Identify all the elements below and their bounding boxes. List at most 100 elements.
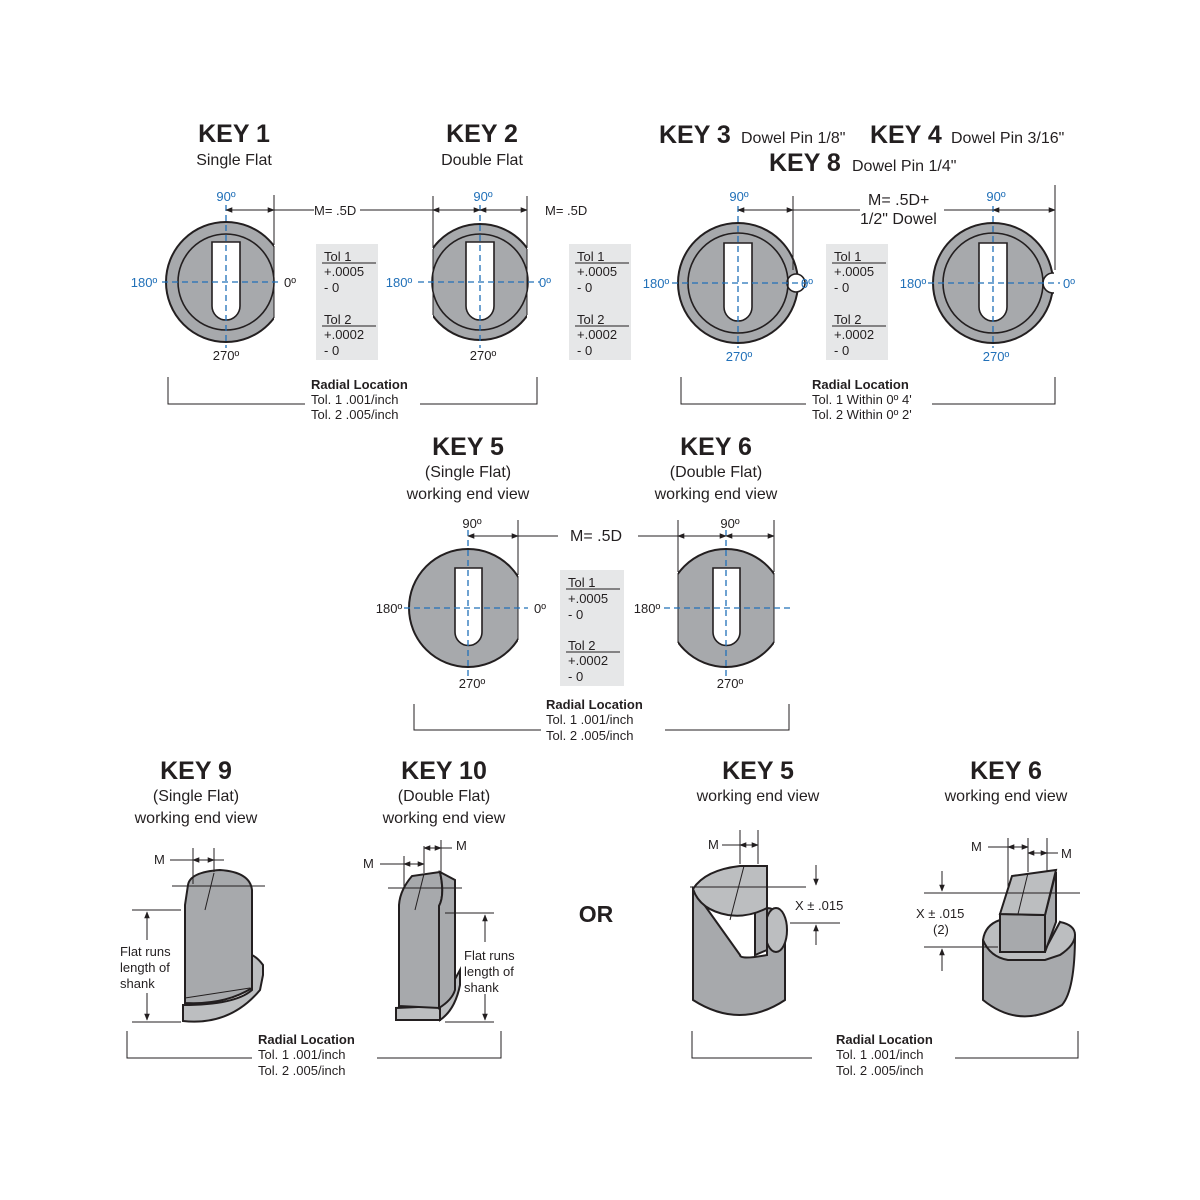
key6-bottom-m-label-left: M bbox=[971, 839, 982, 854]
tol-box-3-tol1-plus: +.0005 bbox=[834, 264, 874, 279]
key9-m-label: M bbox=[154, 852, 165, 867]
m-dim-label-3: M= .5D bbox=[570, 528, 622, 545]
key5-top-angle-0: 0º bbox=[534, 601, 546, 616]
radial-2-tol2: Tol. 2 Within 0º 2' bbox=[812, 407, 912, 422]
m-dim-label-2: M= .5D bbox=[545, 203, 587, 218]
key3-angle-180: 180º bbox=[643, 276, 670, 291]
radial-bracket-4-left bbox=[126, 1031, 252, 1059]
key3-angle-90: 90º bbox=[729, 189, 748, 204]
key1-angle-270: 270º bbox=[213, 348, 240, 363]
tol-box-4-tol1-plus: +.0005 bbox=[568, 591, 608, 606]
key5-bottom-3d-view bbox=[690, 830, 840, 1016]
radial-bracket-5-right bbox=[955, 1031, 1079, 1059]
tol-box-4-tol2: Tol 2 bbox=[568, 638, 595, 653]
key4-angle-180: 180º bbox=[900, 276, 927, 291]
key5-top-angle-90: 90º bbox=[462, 516, 481, 531]
tolerance-box-3 bbox=[826, 244, 888, 360]
key5-top-end-view bbox=[404, 520, 558, 676]
key10-line2: working end view bbox=[382, 810, 506, 827]
key1-angle-180: 180º bbox=[131, 275, 158, 290]
tol-box-2-tol1: Tol 1 bbox=[577, 249, 604, 264]
key4-end-view bbox=[928, 185, 1066, 348]
key6-bottom-3d-view bbox=[924, 838, 1080, 1018]
key1-end-view bbox=[162, 195, 278, 348]
key5-bottom-line1: working end view bbox=[696, 788, 820, 805]
key10-m-label-left: M bbox=[363, 856, 374, 871]
key6-bottom-x-tol-2: (2) bbox=[933, 922, 949, 937]
tol-box-2-tol2-minus: - 0 bbox=[577, 343, 592, 358]
radial-4-tol1: Tol. 1 .001/inch bbox=[258, 1047, 345, 1062]
radial-bracket-1-left bbox=[167, 377, 305, 405]
key3-end-view bbox=[672, 196, 860, 348]
key6-top-end-view bbox=[664, 520, 790, 676]
key3-angle-0: 0º bbox=[801, 276, 813, 291]
key9-flat-runs-1: Flat runs bbox=[120, 944, 171, 959]
key5-top-angle-180: 180º bbox=[376, 601, 403, 616]
key2-angle-270: 270º bbox=[470, 348, 497, 363]
key5-bottom-m-label: M bbox=[708, 837, 719, 852]
tol-box-2-tol2: Tol 2 bbox=[577, 312, 604, 327]
radial-bracket-1-right bbox=[420, 377, 538, 405]
tol-box-3-tol1-minus: - 0 bbox=[834, 280, 849, 295]
tol-box-3-tol2: Tol 2 bbox=[834, 312, 861, 327]
key9-line1: (Single Flat) bbox=[153, 788, 239, 805]
key5-top-title: KEY 5 bbox=[432, 433, 504, 461]
tolerance-box-2 bbox=[569, 244, 631, 360]
or-label: OR bbox=[579, 901, 614, 927]
key5-top-angle-270: 270º bbox=[459, 676, 486, 691]
key9-flat-runs-2: length of bbox=[120, 960, 170, 975]
key8-subtitle: Dowel Pin 1/4" bbox=[852, 158, 956, 175]
tol-box-1-tol1: Tol 1 bbox=[324, 249, 351, 264]
m-dowel-label-1: M= .5D+ bbox=[868, 192, 929, 209]
tol-box-4-tol2-minus: - 0 bbox=[568, 669, 583, 684]
key6-bottom-title: KEY 6 bbox=[970, 757, 1042, 785]
tol-box-4-tol1-minus: - 0 bbox=[568, 607, 583, 622]
key4-angle-90: 90º bbox=[986, 189, 1005, 204]
radial-5-tol2: Tol. 2 .005/inch bbox=[836, 1063, 923, 1078]
key5-top-line1: (Single Flat) bbox=[425, 464, 511, 481]
key4-angle-0: 0º bbox=[1063, 276, 1075, 291]
radial-3-tol1: Tol. 1 .001/inch bbox=[546, 712, 633, 727]
tol-box-3-tol2-plus: +.0002 bbox=[834, 327, 874, 342]
key10-flat-runs-2: length of bbox=[464, 964, 514, 979]
radial-5-tol1: Tol. 1 .001/inch bbox=[836, 1047, 923, 1062]
m-dowel-label-2: 1/2" Dowel bbox=[860, 211, 937, 228]
key1-angle-0: 0º bbox=[284, 275, 296, 290]
key4-subtitle: Dowel Pin 3/16" bbox=[951, 130, 1064, 147]
key2-angle-180: 180º bbox=[386, 275, 413, 290]
tol-box-4-tol2-plus: +.0002 bbox=[568, 653, 608, 668]
key2-end-view bbox=[418, 196, 540, 348]
tol-box-2-tol2-plus: +.0002 bbox=[577, 327, 617, 342]
radial-1-tol2: Tol. 2 .005/inch bbox=[311, 407, 398, 422]
radial-4-title: Radial Location bbox=[258, 1032, 355, 1047]
key5-bottom-x-tol: X ± .015 bbox=[795, 898, 843, 913]
radial-bracket-3-left bbox=[413, 704, 541, 731]
key6-top-line1: (Double Flat) bbox=[670, 464, 762, 481]
key3-subtitle: Dowel Pin 1/8" bbox=[741, 130, 845, 147]
key2-title: KEY 2 bbox=[446, 120, 518, 148]
radial-1-title: Radial Location bbox=[311, 377, 408, 392]
key6-top-line2: working end view bbox=[654, 486, 778, 503]
key6-top-angle-270: 270º bbox=[717, 676, 744, 691]
key4-title: KEY 4 bbox=[870, 121, 942, 149]
radial-bracket-4-right bbox=[377, 1031, 502, 1059]
tol-box-2-tol1-plus: +.0005 bbox=[577, 264, 617, 279]
key10-flat-runs-1: Flat runs bbox=[464, 948, 515, 963]
tol-box-1-tol1-minus: - 0 bbox=[324, 280, 339, 295]
tol-box-3-tol2-minus: - 0 bbox=[834, 343, 849, 358]
tol-box-4-tol1: Tol 1 bbox=[568, 575, 595, 590]
key5-bottom-title: KEY 5 bbox=[722, 757, 794, 785]
key3-angle-270: 270º bbox=[726, 349, 753, 364]
radial-3-title: Radial Location bbox=[546, 697, 643, 712]
tol-box-3-tol1: Tol 1 bbox=[834, 249, 861, 264]
radial-5-title: Radial Location bbox=[836, 1032, 933, 1047]
key9-flat-runs-3: shank bbox=[120, 976, 155, 991]
key6-top-title: KEY 6 bbox=[680, 433, 752, 461]
key10-title: KEY 10 bbox=[401, 757, 487, 785]
key9-line2: working end view bbox=[134, 810, 258, 827]
radial-2-tol1: Tol. 1 Within 0º 4' bbox=[812, 392, 912, 407]
radial-bracket-5-left bbox=[691, 1031, 812, 1059]
tolerance-box-4 bbox=[560, 570, 624, 686]
key6-bottom-m-label-right: M bbox=[1061, 846, 1072, 861]
key10-flat-runs-3: shank bbox=[464, 980, 499, 995]
